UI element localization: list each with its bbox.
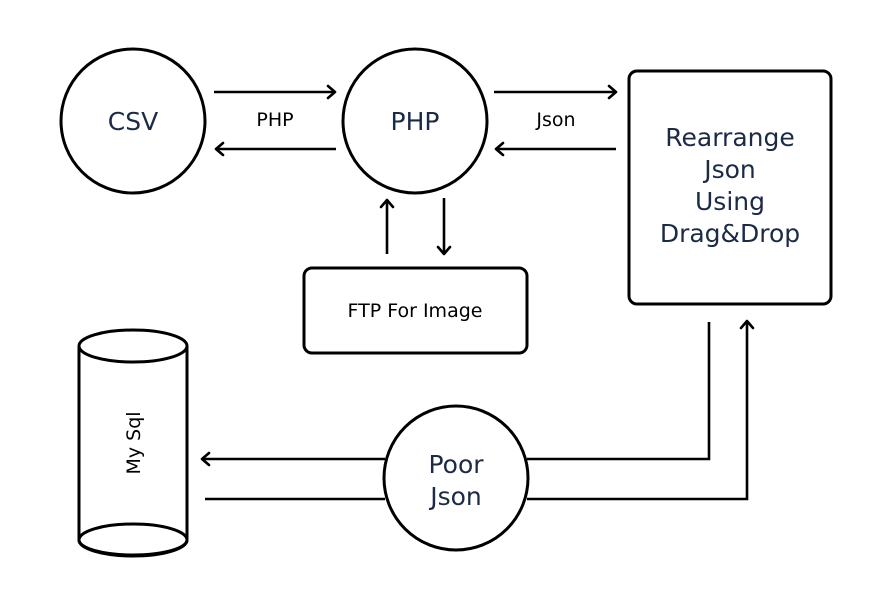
mysql-node: My Sql (77, 328, 189, 558)
mysql-cylinder-top (77, 328, 189, 364)
edge-php-rearrange-label: Json (535, 109, 575, 131)
rearrange-json-box (627, 69, 833, 306)
csv-node: CSV (59, 47, 207, 195)
php-label: PHP (391, 107, 440, 136)
edge-php-rearrange: Json (494, 84, 618, 157)
mysql-label: My Sql (123, 411, 145, 474)
edge-csv-php-label: PHP (256, 109, 293, 131)
csv-label: CSV (108, 107, 158, 136)
edge-php-ftp (379, 198, 452, 256)
arrow-rearrange-to-poor-json (527, 322, 711, 461)
rearrange-json-node: Rearrange Json Using Drag&Drop (627, 69, 833, 306)
poor-json-circle (382, 404, 530, 552)
edge-rearrange-poor-json (527, 319, 755, 501)
poor-json-label-line-1: Poor (428, 450, 484, 479)
ftp-box (302, 266, 529, 355)
arrowhead-up-icon (739, 319, 755, 330)
arrowhead-right-icon (607, 84, 618, 100)
edge-poor-json-mysql (200, 451, 385, 501)
edge-csv-php: PHP (214, 84, 337, 157)
mysql-cylinder-bottom (77, 522, 189, 558)
rearrange-label-line-2: Json (702, 155, 756, 184)
poor-json-node: Poor Json (382, 404, 530, 552)
csv-circle (59, 47, 207, 195)
arrowhead-down-icon (436, 245, 452, 256)
arrowhead-up-icon (379, 198, 395, 209)
arrowhead-left-icon (214, 141, 225, 157)
arrowhead-left-icon (494, 141, 505, 157)
php-circle (341, 47, 489, 195)
poor-json-label-line-2: Json (428, 482, 482, 511)
arrowhead-right-icon (326, 84, 337, 100)
ftp-label: FTP For Image (348, 300, 483, 322)
rearrange-label-line-1: Rearrange (665, 123, 794, 152)
ftp-node: FTP For Image (302, 266, 529, 355)
arrowhead-left-icon (200, 451, 211, 467)
rearrange-label-line-3: Using (695, 187, 765, 216)
arrow-poor-json-to-rearrange (527, 321, 749, 501)
rearrange-label-line-4: Drag&Drop (660, 219, 800, 248)
php-node: PHP (341, 47, 489, 195)
